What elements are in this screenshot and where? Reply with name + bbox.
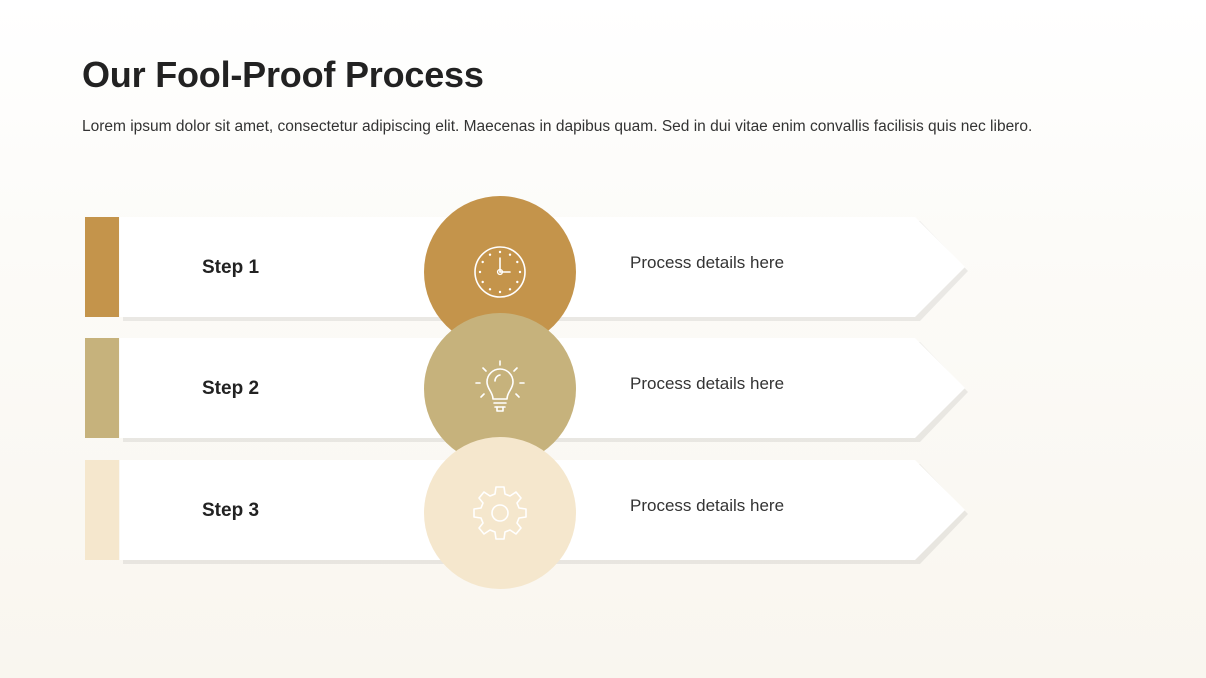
process-step-2: Step 2 Process details here [0, 337, 1206, 442]
step-label: Step 2 [202, 378, 260, 399]
slide-title: Our Fool-Proof Process [82, 54, 484, 95]
process-step-1: Step 1 Process details here [0, 216, 1206, 321]
step-label: Step 1 [202, 257, 260, 278]
step-accent-bar [85, 460, 119, 560]
step-accent-bar [85, 338, 119, 438]
process-step-3: Step 3 Process details here [0, 459, 1206, 564]
lightbulb-icon [475, 360, 525, 412]
step-3-icon-circle [424, 437, 576, 589]
clock-icon [474, 246, 526, 298]
gear-icon [473, 486, 527, 540]
step-detail: Process details here [630, 253, 785, 272]
slide-subtitle: Lorem ipsum dolor sit amet, consectetur … [82, 118, 1033, 135]
step-detail: Process details here [630, 374, 785, 393]
step-detail: Process details here [630, 496, 785, 515]
step-label: Step 3 [202, 500, 260, 521]
step-accent-bar [85, 217, 119, 317]
